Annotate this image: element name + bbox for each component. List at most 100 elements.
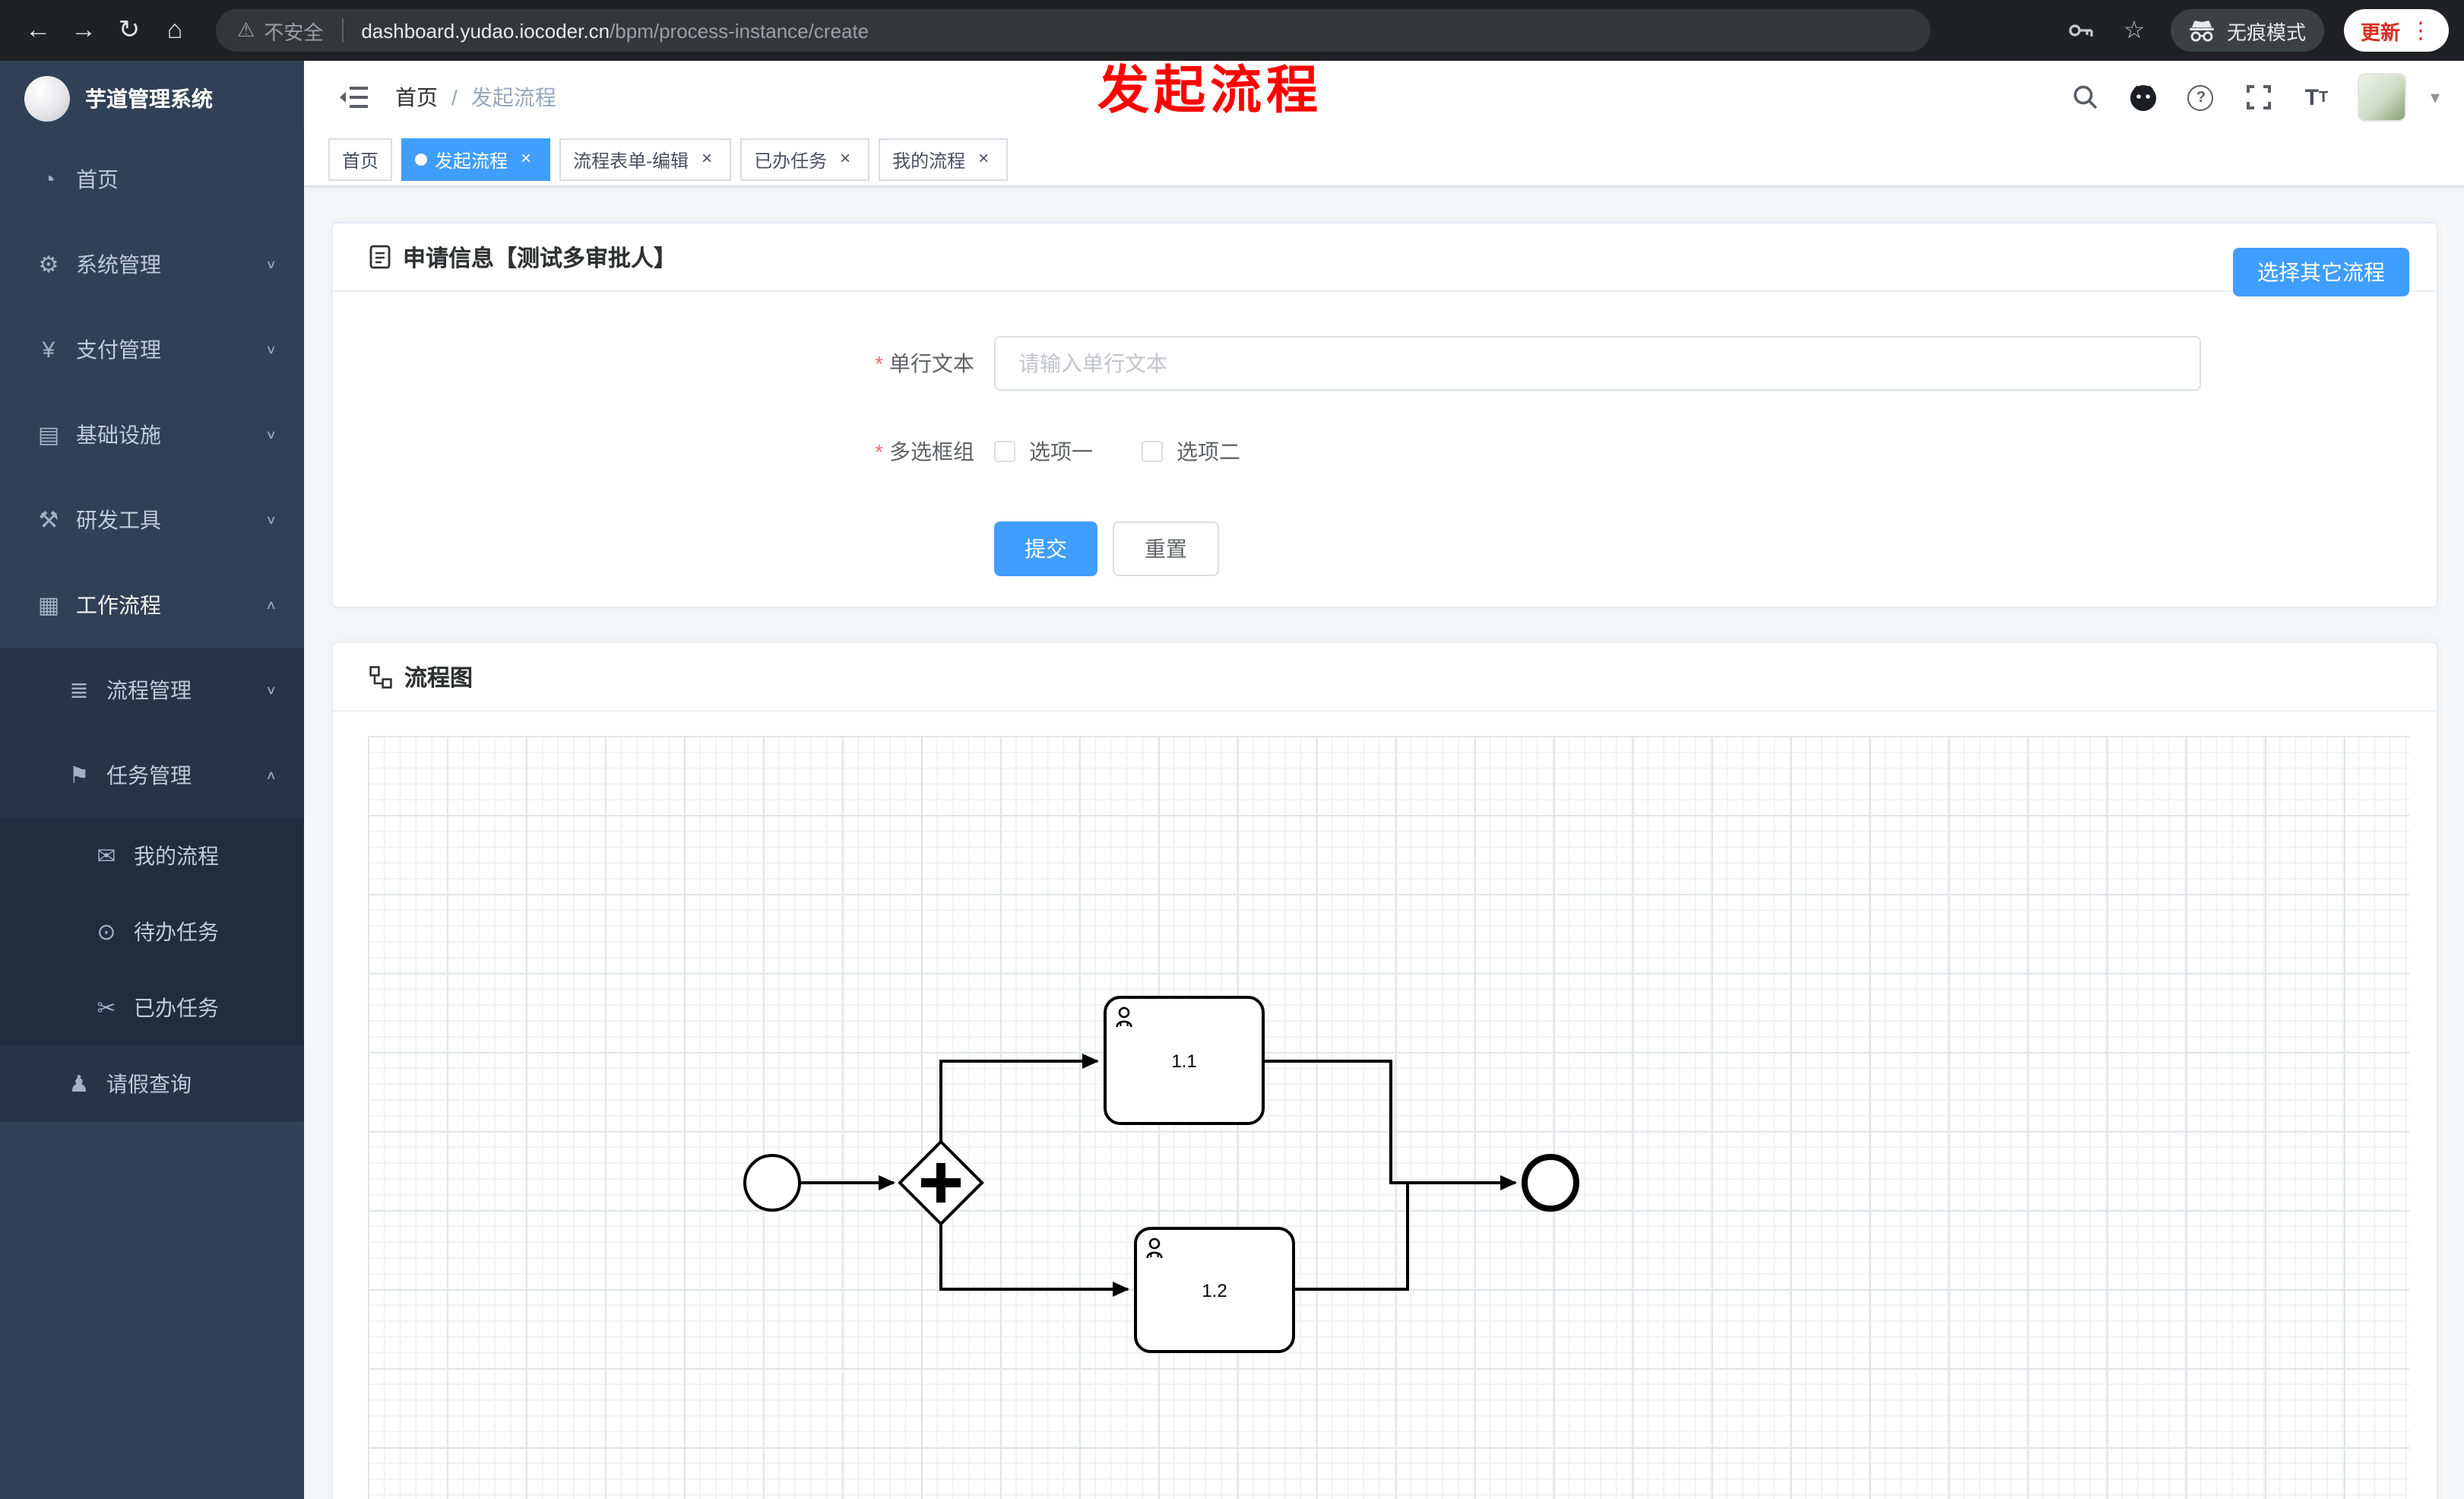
checkbox-box[interactable] <box>1142 441 1163 462</box>
sidebar-item-process-manage[interactable]: ≣ 流程管理 ∨ <box>0 648 304 733</box>
close-icon[interactable]: × <box>978 147 990 169</box>
security-warning-icon: ⚠ <box>237 18 255 41</box>
gear-icon: ⚙ <box>38 252 59 278</box>
process-diagram-card: 流程图 <box>331 642 2438 1499</box>
text-field-label: *单行文本 <box>333 348 994 379</box>
home-icon[interactable]: ⌂ <box>166 15 183 44</box>
sidebar-item-label: 基础设施 <box>76 423 161 447</box>
sidebar-item-system[interactable]: ⚙ 系统管理 ∨ <box>0 222 304 307</box>
close-icon[interactable]: × <box>840 147 851 169</box>
my-process-icon: ✉ <box>97 844 116 870</box>
user-avatar[interactable] <box>2357 73 2406 122</box>
sidebar-item-devtools[interactable]: ⚒ 研发工具 ∨ <box>0 477 304 563</box>
close-icon[interactable]: × <box>702 147 713 169</box>
tab-start-process[interactable]: 发起流程 × <box>401 138 551 181</box>
font-size-big-glyph: T <box>2304 84 2319 110</box>
chevron-down-icon: ∨ <box>265 513 277 527</box>
sidebar-item-done-task[interactable]: ✂ 已办任务 <box>0 970 304 1046</box>
sidebar-item-workflow[interactable]: ▦ 工作流程 ∧ <box>0 563 304 648</box>
address-bar[interactable]: ⚠ 不安全 dashboard.yudao.iocoder.cn/bpm/pro… <box>216 9 1930 52</box>
update-button[interactable]: 更新 ⋮ <box>2343 9 2449 52</box>
hamburger-icon-svg <box>340 87 368 108</box>
checkbox-group: 选项一 选项二 <box>994 424 1240 479</box>
tab-label: 流程表单-编辑 <box>573 150 689 171</box>
sidebar-item-leave-query[interactable]: ♟ 请假查询 <box>0 1046 304 1122</box>
sidebar-item-todo-task[interactable]: ⊙ 待办任务 <box>0 894 304 970</box>
sidebar-item-label: 请假查询 <box>106 1072 192 1096</box>
active-dot <box>415 154 428 166</box>
checkbox-box[interactable] <box>994 441 1015 462</box>
app-title: 芋道管理系统 <box>85 87 213 111</box>
sidebar-item-infrastructure[interactable]: ▤ 基础设施 ∨ <box>0 392 304 477</box>
sidebar-item-my-process[interactable]: ✉ 我的流程 <box>0 818 304 894</box>
sidebar-item-payment[interactable]: ¥ 支付管理 ∨ <box>0 307 304 392</box>
chevron-up-icon: ∧ <box>265 598 277 612</box>
apply-info-card-header: 申请信息【测试多审批人】 <box>333 223 2437 292</box>
bpmn-flow-gateway-to-task1 <box>939 1054 1099 1142</box>
dashboard-icon: ◔ <box>41 166 56 192</box>
checkbox-option-1[interactable]: 选项一 <box>994 436 1093 467</box>
bpmn-end-event[interactable] <box>1522 1154 1579 1212</box>
avatar-caret-icon[interactable]: ▾ <box>2430 87 2440 108</box>
github-icon[interactable] <box>2127 81 2160 114</box>
breadcrumb-current: 发起流程 <box>470 85 556 109</box>
single-line-text-input[interactable] <box>994 336 2201 391</box>
sidebar-item-label: 首页 <box>76 167 119 192</box>
bpmn-canvas[interactable]: 1.1 1.2 <box>368 736 2409 1499</box>
search-icon[interactable] <box>2069 81 2102 114</box>
workflow-icon: ▦ <box>37 593 60 619</box>
sidebar-item-label: 系统管理 <box>76 252 161 277</box>
apply-form: *单行文本 *多选框组 选项一 <box>333 292 2437 576</box>
tab-form-edit[interactable]: 流程表单-编辑 × <box>559 138 732 181</box>
bpmn-user-task-1[interactable]: 1.1 <box>1104 996 1265 1125</box>
submit-button[interactable]: 提交 <box>994 521 1097 576</box>
browser-toolbar: ← → ↻ ⌂ ⚠ 不安全 dashboard.yudao.iocoder.cn… <box>0 0 2464 61</box>
bpmn-parallel-gateway[interactable] <box>898 1139 984 1226</box>
app-header: 首页 / 发起流程 <box>304 61 2464 134</box>
tab-my-process[interactable]: 我的流程 × <box>879 138 1009 181</box>
process-manage-icon: ≣ <box>69 678 89 704</box>
checkbox-field-label: *多选框组 <box>333 436 994 467</box>
process-diagram-card-header: 流程图 <box>333 643 2437 711</box>
key-icon-svg <box>2069 24 2093 36</box>
bpmn-user-task-2[interactable]: 1.2 <box>1134 1227 1295 1353</box>
flowchart-icon <box>369 665 392 688</box>
tab-done-task[interactable]: 已办任务 × <box>740 138 870 181</box>
close-icon[interactable]: × <box>521 147 532 169</box>
bookmark-star-icon[interactable]: ☆ <box>2123 18 2146 44</box>
forward-icon[interactable]: → <box>71 15 97 44</box>
back-icon[interactable]: ← <box>25 15 51 44</box>
checkbox-option-2[interactable]: 选项二 <box>1142 436 1240 467</box>
browser-menu-icon[interactable]: ⋮ <box>2409 18 2432 44</box>
github-icon-svg <box>2130 85 2156 111</box>
choose-other-process-button[interactable]: 选择其它流程 <box>2233 248 2409 296</box>
tab-label: 我的流程 <box>892 150 966 171</box>
tab-home[interactable]: 首页 <box>328 138 393 181</box>
checkbox-label: 选项二 <box>1177 439 1240 464</box>
task2-label: 1.2 <box>1202 1281 1227 1301</box>
app-logo[interactable]: 芋道管理系统 <box>0 61 304 137</box>
sidebar-collapse-icon[interactable] <box>328 71 380 123</box>
help-icon[interactable]: ? <box>2184 81 2218 114</box>
user-icon <box>1116 1006 1132 1028</box>
bpmn-start-event[interactable] <box>743 1154 801 1212</box>
task-manage-icon: ⚑ <box>68 763 90 789</box>
leave-query-icon: ♟ <box>68 1072 90 1098</box>
sidebar-item-home[interactable]: ◔ 首页 <box>0 137 304 222</box>
bpmn-flow-gateway-to-task2 <box>939 1224 1129 1297</box>
sidebar-item-task-manage[interactable]: ⚑ 任务管理 ∧ <box>0 733 304 818</box>
tab-label: 已办任务 <box>754 150 828 171</box>
done-task-icon: ✂ <box>97 996 116 1022</box>
checkbox-label: 选项一 <box>1029 439 1093 464</box>
breadcrumb-home[interactable]: 首页 <box>395 85 438 109</box>
tab-label: 发起流程 <box>435 150 508 171</box>
key-icon[interactable] <box>2064 14 2098 47</box>
reload-icon[interactable]: ↻ <box>118 15 141 44</box>
payment-icon: ¥ <box>42 337 55 363</box>
sidebar-item-label: 已办任务 <box>134 996 219 1020</box>
reset-button[interactable]: 重置 <box>1113 521 1219 576</box>
apply-info-card: 申请信息【测试多审批人】 选择其它流程 *单行文本 *多选框组 <box>331 222 2438 608</box>
fullscreen-icon[interactable] <box>2242 81 2276 114</box>
security-label[interactable]: 不安全 <box>264 21 324 43</box>
